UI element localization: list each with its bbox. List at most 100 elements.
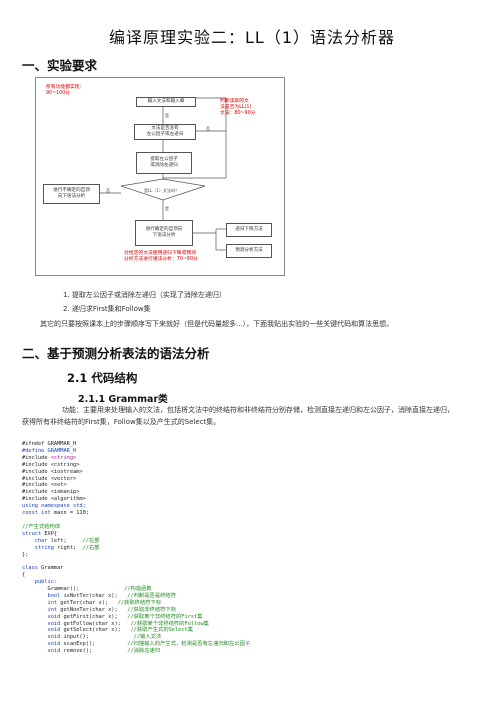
score-note-all-features: 所有功能都实现：90~100分 — [46, 85, 85, 96]
code-token: void — [22, 634, 64, 641]
section-heading-requirements: 一、实验要求 — [22, 58, 98, 73]
code-token: //获取非终结符下标 — [127, 606, 177, 613]
paragraph-grammar-line1: 功能：主要用来处理输入的文法，包括将文法中的终结符和非终结符分别存储，检测直接左… — [62, 406, 454, 414]
code-token: right; — [57, 544, 83, 551]
code-token: Grammar — [41, 565, 64, 572]
flowchart-diagram: 所有功能都实现：90~100分 判断读取的文法是否为LL(1)文法：80~90分… — [35, 77, 285, 276]
code-token: //构造函数 — [124, 586, 152, 593]
code-token: #include <algorithm> — [22, 496, 86, 503]
code-line: void getFirst(char x); //获取某个非终结符的First集 — [22, 614, 250, 621]
code-token: #include <set> — [22, 482, 67, 489]
code-token: #include <iostream> — [22, 468, 83, 475]
code-token: //获取终结符下标 — [117, 599, 162, 606]
code-line: int getNonTer(char x); //获取非终结符下标 — [22, 607, 250, 614]
code-token: <string> — [50, 454, 77, 461]
code-line: #include <vector> — [22, 476, 250, 483]
box-recursive-descent: 递归下降方法 — [226, 223, 272, 237]
code-token: public: — [22, 579, 58, 586]
code-token: void — [22, 620, 64, 627]
code-token: Grammar(); — [22, 586, 125, 593]
code-token: using namespace std; — [22, 503, 86, 510]
code-token: { — [22, 572, 26, 579]
code-token: //扫描输入的产生式，检测是否有左递归和左公因子 — [127, 641, 251, 648]
code-line: void remove(); //消除左递归 — [22, 648, 250, 655]
box-is-ll1-decision: 是LL（1）文法吗？ — [144, 188, 180, 193]
code-token: remove(); — [63, 648, 128, 655]
subsection-heading-code-structure: 2.1 代码结构 — [67, 371, 138, 385]
code-token: getFirst(char x); — [63, 613, 128, 620]
code-line: { — [22, 572, 250, 579]
code-line: #include <set> — [22, 482, 250, 489]
paragraph-intro: 其它的只要按照课本上的步骤顺序写下来就好（但是代码量超多...），下面我贴出实验… — [40, 320, 394, 328]
code-token: class — [22, 565, 42, 572]
code-token: //产生式结构体 — [22, 523, 61, 530]
code-line: void getSelect(char x); //获取产生式的Select集 — [22, 627, 250, 634]
code-line: ​ — [22, 517, 250, 524]
code-line: struct EXP{ — [22, 531, 250, 538]
box-check-left-recursion: 文法是否含有左公因子或左递归 — [134, 124, 196, 140]
code-token: void — [22, 613, 64, 620]
code-token: //获取某个非终结符的First集 — [127, 613, 203, 620]
code-line: #define GRAMMAR_H — [22, 448, 250, 455]
code-token: getFollow(char x); — [63, 620, 131, 627]
code-token: isNotTer(char x); — [63, 592, 128, 599]
code-token: string — [22, 544, 58, 551]
code-token: getNonTer(char x); — [60, 606, 128, 613]
code-token: maxn = 110; — [53, 510, 89, 517]
code-line: //产生式结构体 — [22, 524, 250, 531]
code-line: char left; //左部 — [22, 538, 250, 545]
code-token: #include <iomanip> — [22, 489, 80, 496]
score-note-ll1-check: 判断读取的文法是否为LL(1)文法：80~90分 — [220, 99, 256, 116]
code-line: #include <iostream> — [22, 469, 250, 476]
box-remove-left-recursion: 提取左公因子或消除左递归 — [136, 152, 192, 174]
code-line: void getFollow(char x); //获取某个非终结符的Follo… — [22, 621, 250, 628]
code-token: int — [22, 606, 61, 613]
code-token: void — [22, 648, 64, 655]
code-line: public: — [22, 579, 250, 586]
code-token: EXP{ — [44, 530, 58, 537]
paragraph-grammar-line2: 获得所有非终结符的First集，Follow集以及产生式的Select集。 — [22, 418, 221, 426]
code-token: #include <vector> — [22, 475, 77, 482]
code-token: //左部 — [82, 537, 100, 544]
code-line: void input(); //输入文法 — [22, 634, 250, 641]
code-token: void — [22, 641, 64, 648]
code-token: #ifndef GRAMMAR_H — [22, 441, 77, 447]
flowchart-lines — [98, 97, 227, 251]
box-nondeterministic-parse: 进行不确定的自顶向下语法分析 — [43, 184, 100, 204]
code-token: //输入文法 — [133, 634, 162, 641]
code-line: using namespace std; — [22, 503, 250, 510]
list-item-1: 1. 提取左公因子或消除左递归（实现了消除左递归） — [63, 291, 226, 299]
code-token: #include <cstring> — [22, 461, 80, 468]
label-yes-2: 是 — [165, 206, 169, 211]
code-token: int — [22, 599, 61, 606]
code-line: #include <iomanip> — [22, 489, 250, 496]
code-line: Grammar(); //构造函数 — [22, 586, 250, 593]
code-line: class Grammar — [22, 565, 250, 572]
box-predictive-parse: 预测分析方法 — [226, 244, 272, 258]
code-line: int getTer(char x); //获取终结符下标 — [22, 600, 250, 607]
label-yes-1: 是 — [165, 113, 169, 118]
box-deterministic-parse: 进行确定的自顶向下语法分析 — [135, 220, 193, 246]
code-token: //右部 — [82, 544, 100, 551]
code-line: #include <algorithm> — [22, 496, 250, 503]
code-token: //消除左递归 — [127, 648, 161, 655]
code-line: #ifndef GRAMMAR_H — [22, 441, 250, 448]
code-line: string right; //右部 — [22, 545, 250, 552]
code-token: scanExp(); — [63, 641, 128, 648]
code-line: ​ — [22, 558, 250, 565]
code-line: #include <string> — [22, 455, 250, 462]
code-line: void scanExp(); //扫描输入的产生式，检测是否有左递归和左公因子 — [22, 641, 251, 648]
code-token: //判断是否是终结符 — [127, 592, 177, 599]
section-heading-ll1: 二、基于预测分析表法的语法分析 — [22, 346, 210, 361]
code-token: //获取产生式的Select集 — [130, 627, 194, 634]
code-token: char — [22, 537, 51, 544]
subsubsection-heading-grammar-class: 2.1.1 Grammar类 — [78, 394, 168, 405]
code-token: input(); — [63, 634, 134, 641]
code-token: const int — [22, 510, 54, 517]
label-no-1: 否 — [206, 126, 210, 131]
code-token: struct — [22, 530, 45, 537]
code-token: }; — [22, 551, 29, 558]
code-line: const int maxn = 110; — [22, 510, 250, 517]
code-line: bool isNotTer(char x); //判断是否是终结符 — [22, 593, 250, 600]
score-note-parse-method: 对给定的文法使用递归下降或预测分析方法进行语法分析：70~80分 — [124, 251, 198, 262]
